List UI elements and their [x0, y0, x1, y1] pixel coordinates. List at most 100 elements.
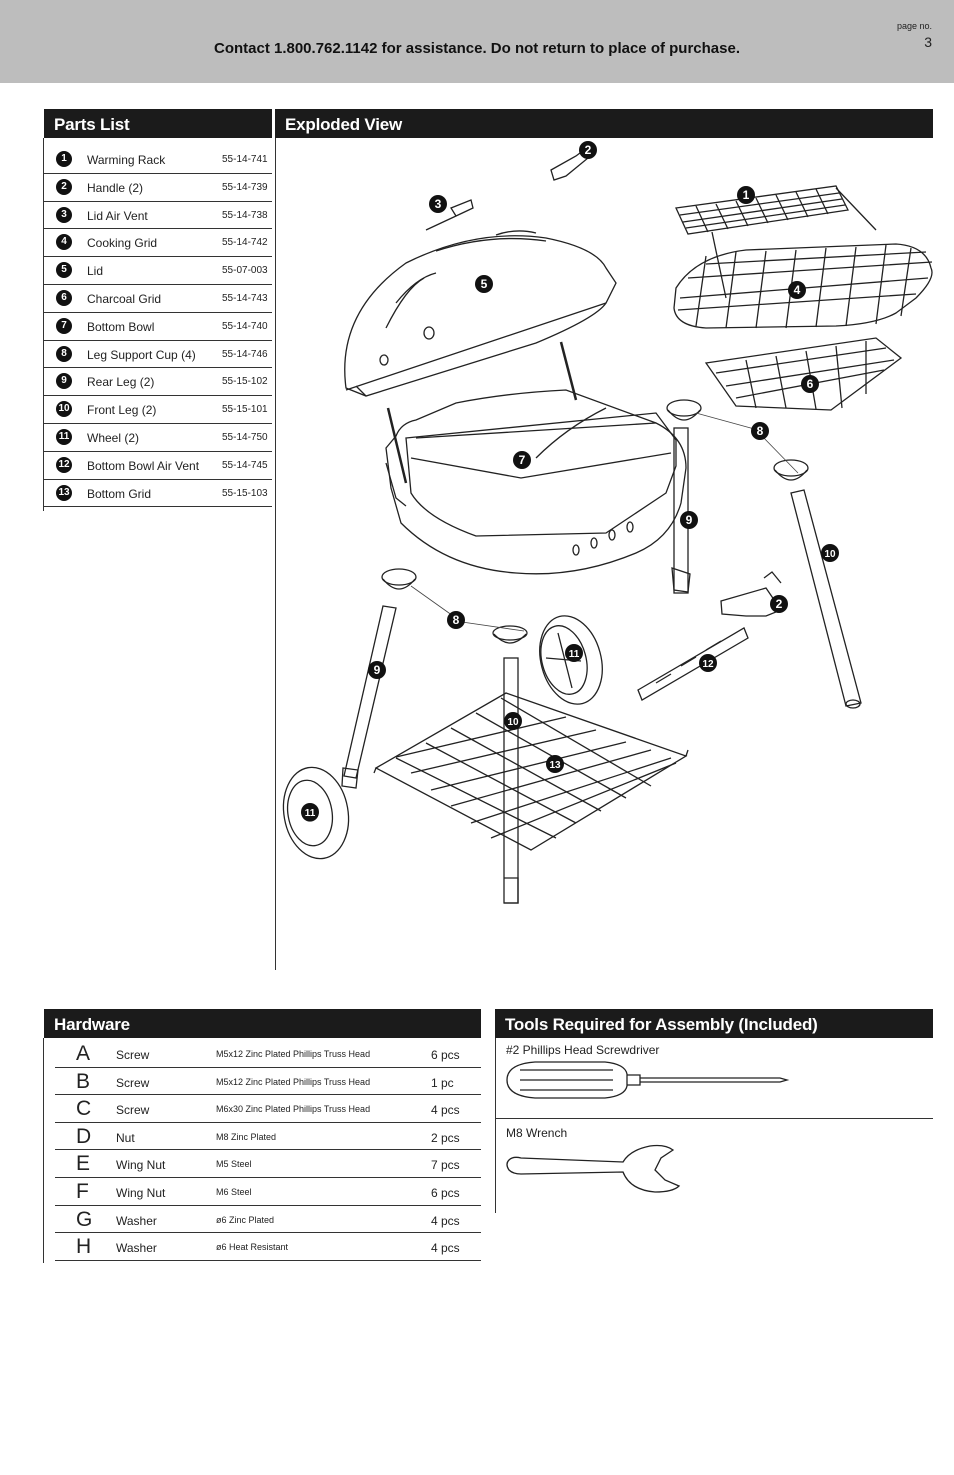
part-name: Handle (2) [87, 180, 144, 195]
leader-lines [410, 412, 799, 632]
callout-badge [680, 511, 698, 529]
wrench-icon [506, 1144, 681, 1193]
callout-badge [301, 803, 319, 821]
callout-badge [504, 712, 522, 730]
hardware-type: Washer [116, 1241, 157, 1256]
hardware-type: Screw [116, 1075, 150, 1090]
callout-badge [788, 281, 806, 299]
hardware-letter: E [76, 1152, 91, 1176]
hardware-qty: 6 pcs [431, 1048, 460, 1062]
hardware-spec: ø6 Heat Resistant [216, 1242, 289, 1253]
part-number-badge: 2 [56, 178, 72, 195]
part-number-badge: 8 [56, 345, 72, 362]
parts-list-row: 13 Bottom Grid 55-15-103 [44, 480, 272, 508]
hardware-header: Hardware [44, 1009, 481, 1038]
part-code: 55-15-102 [222, 376, 268, 388]
page-number-label: page no. [896, 21, 932, 31]
callout-badge [429, 195, 447, 213]
part-code: 55-15-101 [222, 404, 268, 416]
callout-label: 8 [453, 613, 460, 627]
part-name: Wheel (2) [87, 430, 140, 445]
callout-label: 2 [776, 597, 783, 611]
hardware-qty: 6 pcs [431, 1185, 460, 1200]
part-number-badge: 13 [56, 484, 72, 501]
part-number-badge: 9 [56, 373, 72, 390]
hardware-row: H Washer ø6 Heat Resistant 4 pcs [55, 1233, 481, 1261]
tools-left-rule [495, 1038, 496, 1213]
callout-label: 9 [374, 663, 381, 677]
callout-badge [565, 644, 583, 662]
part-name: Leg Support Cup (4) [87, 347, 196, 362]
callout-label: 4 [794, 283, 801, 297]
hardware-letter: C [76, 1097, 92, 1121]
hardware-qty: 4 pcs [431, 1213, 460, 1228]
parts-list-left-rule [43, 138, 44, 511]
contact-text: Contact 1.800.762.1142 for assistance. D… [213, 40, 741, 57]
part-number-badge: 1 [56, 151, 72, 167]
hardware-spec: M6 Steel [216, 1186, 252, 1197]
hardware-qty: 7 pcs [431, 1158, 460, 1173]
callout-badge [513, 451, 531, 469]
part-name: Front Leg (2) [87, 403, 157, 418]
part-number-badge: 5 [56, 262, 72, 279]
tools-header: Tools Required for Assembly (Included) [495, 1009, 933, 1038]
part-number-badge: 10 [56, 401, 72, 418]
part-number-badge: 6 [56, 289, 72, 306]
part-code: 55-14-741 [222, 154, 268, 165]
screwdriver-icon [506, 1061, 790, 1099]
charcoal-grid-drawing [704, 337, 903, 411]
hardware-letter: A [76, 1042, 91, 1065]
callout-label: 6 [807, 377, 814, 391]
hardware-spec: M5 Steel [216, 1159, 252, 1170]
callout-badge [368, 661, 386, 679]
rear-leg-left-drawing [341, 605, 397, 789]
bowl-handles-drawing [386, 341, 578, 484]
callout-label: 8 [757, 424, 764, 438]
warming-rack-drawing [675, 185, 877, 299]
parts-list-row: 2 Handle (2) 55-14-739 [44, 174, 272, 202]
callout-badge [475, 275, 493, 293]
hardware-letter: H [76, 1235, 92, 1259]
part-name: Lid Air Vent [87, 208, 148, 223]
hardware-spec: M6x30 Zinc Plated Phillips Truss Head [216, 1104, 371, 1115]
callout-badge [699, 654, 717, 672]
hardware-qty: 4 pcs [431, 1241, 460, 1256]
hardware-type: Wing Nut [116, 1185, 166, 1200]
callout-badge [770, 595, 788, 613]
front-leg-left-drawing [503, 657, 519, 904]
parts-list-row: 1 Warming Rack 55-14-741 [44, 146, 272, 174]
callout-badge [579, 141, 597, 159]
exploded-view-left-rule [275, 138, 276, 970]
hardware-type: Nut [116, 1130, 135, 1145]
front-leg-right-drawing [790, 489, 862, 709]
part-name: Warming Rack [87, 153, 166, 167]
part-number-badge: 4 [56, 234, 72, 251]
part-name: Bottom Grid [87, 486, 152, 501]
exploded-view-header: Exploded View [275, 109, 933, 138]
part-code: 55-15-103 [222, 487, 268, 499]
callout-label: 13 [549, 760, 561, 771]
part-name: Cooking Grid [87, 236, 158, 251]
part-code: 55-14-743 [222, 292, 268, 304]
part-code: 55-14-739 [222, 181, 268, 193]
part-code: 55-14-745 [222, 459, 268, 471]
hardware-spec: ø6 Zinc Plated [216, 1214, 275, 1225]
part-code: 55-14-740 [222, 320, 268, 332]
callout-label: 5 [481, 277, 488, 291]
hardware-letter: F [76, 1179, 89, 1203]
hardware-letter: B [76, 1069, 91, 1093]
parts-list-row: 9 Rear Leg (2) 55-15-102 [44, 368, 272, 397]
part-name: Rear Leg (2) [87, 375, 155, 390]
parts-list-row: 10 Front Leg (2) 55-15-101 [44, 396, 272, 424]
part-code: 55-14-750 [222, 431, 268, 443]
part-code: 55-07-003 [222, 265, 268, 277]
